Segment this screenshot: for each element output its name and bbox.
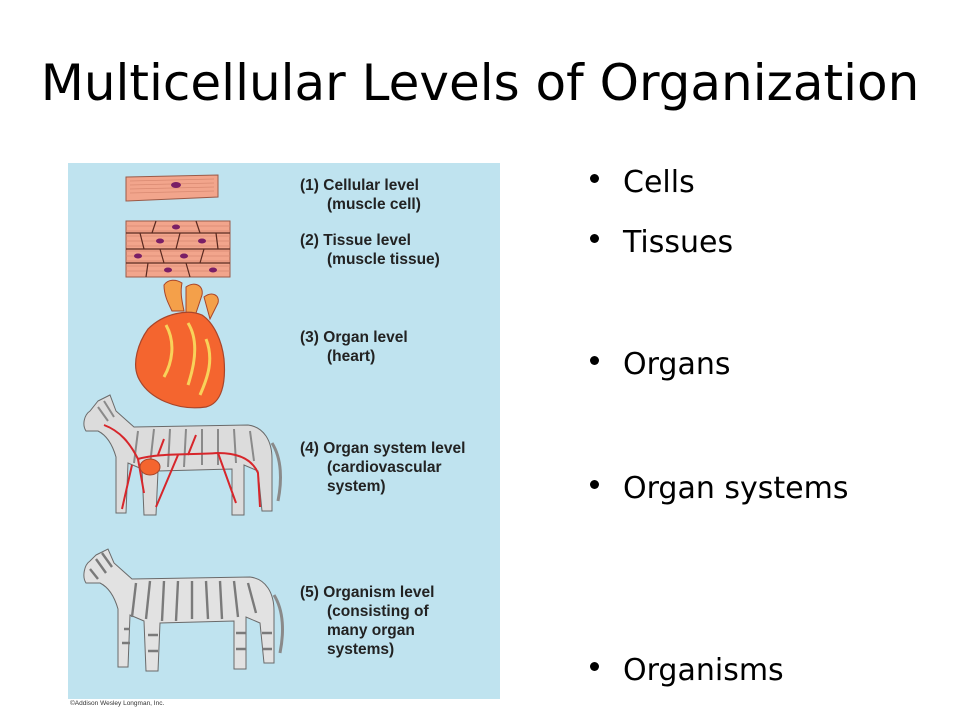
- bullet-dot: [590, 174, 599, 183]
- figure-credit: ©Addison Wesley Longman, Inc.: [70, 700, 165, 707]
- bullet-dot: [590, 234, 599, 243]
- heart-illustration: [135, 279, 226, 409]
- zebra-cardiovascular-illustration: [83, 394, 282, 516]
- bullet-organisms: Organisms: [590, 656, 784, 686]
- bullet-tissues: Tissues: [590, 228, 733, 258]
- label-organism-level: (5) Organism level (consisting of many o…: [300, 584, 435, 658]
- bullet-dot: [590, 356, 599, 365]
- zebra-organism-illustration: [83, 548, 284, 672]
- slide-title: Multicellular Levels of Organization: [40, 54, 920, 112]
- label-organ-system-level: (4) Organ system level (cardiovascular s…: [300, 440, 466, 495]
- muscle-cell-illustration: [125, 174, 219, 202]
- label-organ-level: (3) Organ level (heart): [300, 329, 408, 365]
- label-cellular-level: (1) Cellular level (muscle cell): [300, 177, 421, 213]
- label-tissue-level: (2) Tissue level (muscle tissue): [300, 232, 440, 268]
- bullet-cells: Cells: [590, 168, 695, 198]
- muscle-tissue-illustration: [125, 220, 231, 278]
- bullet-dot: [590, 480, 599, 489]
- bullet-organs: Organs: [590, 350, 731, 380]
- bullet-organ-systems: Organ systems: [590, 474, 848, 504]
- organization-levels-figure: (1) Cellular level (muscle cell) (2) Tis…: [68, 163, 500, 699]
- bullet-dot: [590, 662, 599, 671]
- figure-illustrations: [83, 174, 284, 672]
